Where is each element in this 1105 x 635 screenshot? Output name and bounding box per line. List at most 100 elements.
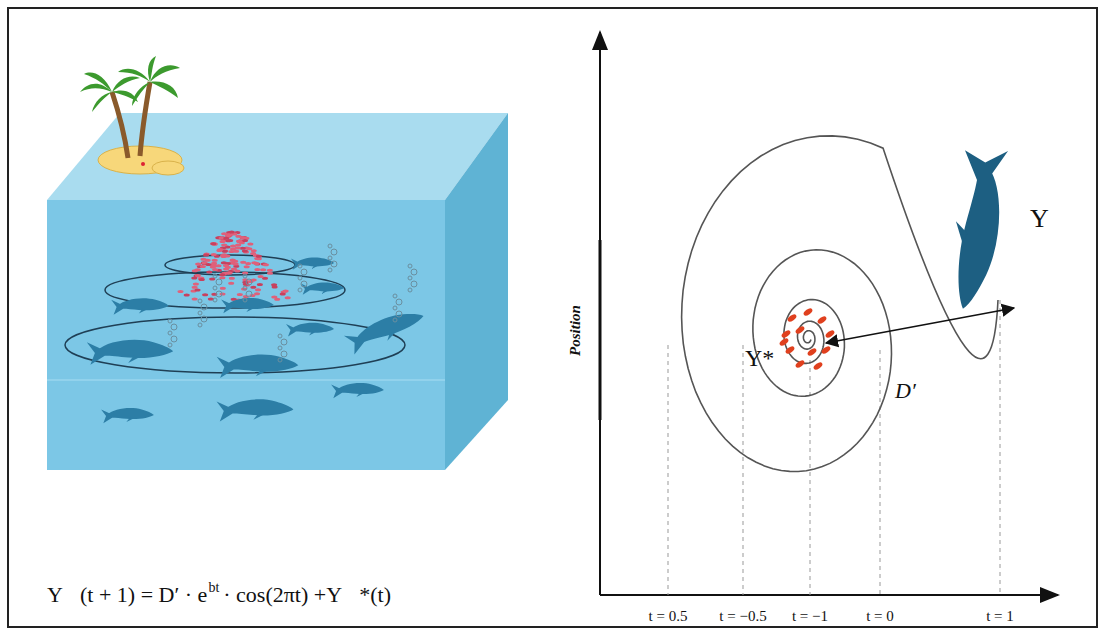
bubble <box>396 311 402 317</box>
bubble <box>408 288 412 292</box>
bubble <box>171 324 177 330</box>
bubble <box>301 269 307 275</box>
whale-group <box>87 257 428 423</box>
fish <box>263 263 269 266</box>
island <box>80 56 184 175</box>
bubble <box>201 304 207 310</box>
bubble <box>278 358 282 362</box>
fish <box>237 239 243 242</box>
bubble <box>278 346 282 350</box>
spiral-path <box>682 136 998 472</box>
fish <box>230 245 236 248</box>
fish <box>205 263 211 266</box>
bubble <box>198 323 202 327</box>
bubble <box>243 274 247 278</box>
bubble <box>408 276 412 280</box>
bubble <box>393 294 397 298</box>
fish <box>237 293 243 296</box>
fish <box>274 298 280 301</box>
fish <box>184 294 190 297</box>
bubble <box>213 286 217 290</box>
point-label: Y* <box>745 345 774 372</box>
fish <box>285 296 291 299</box>
fish <box>211 253 217 256</box>
bubbles <box>168 244 417 362</box>
bubble <box>168 331 172 335</box>
fish <box>225 266 231 269</box>
fish <box>242 239 248 242</box>
fish <box>195 289 201 292</box>
fish <box>256 255 262 258</box>
fish <box>202 293 208 296</box>
time-label: t = 0 <box>866 608 894 625</box>
fish <box>220 272 226 275</box>
time-label: t = 0.5 <box>649 608 688 625</box>
bubble <box>246 291 252 297</box>
bubble <box>213 298 217 302</box>
bubble <box>243 286 247 290</box>
x-axis <box>600 594 1058 596</box>
fish <box>794 325 805 335</box>
bubble <box>216 279 222 285</box>
fish <box>235 235 241 238</box>
fish <box>220 240 226 243</box>
fish <box>235 243 241 246</box>
fish <box>254 262 260 265</box>
bubble <box>331 261 337 267</box>
fish <box>254 292 260 295</box>
fish <box>231 267 237 270</box>
fish <box>240 261 246 264</box>
fish <box>192 286 198 289</box>
distance-arrow <box>826 308 1014 343</box>
bubble <box>168 343 172 347</box>
fish <box>222 250 228 253</box>
fish <box>229 277 235 280</box>
bubble <box>171 336 177 342</box>
bubble <box>281 339 287 345</box>
fish <box>244 265 250 268</box>
fish <box>240 247 246 250</box>
bubble <box>213 274 217 278</box>
bubble <box>201 316 207 322</box>
bubble <box>198 311 202 315</box>
fish <box>198 278 204 281</box>
hunting-whale <box>938 144 1013 313</box>
bubble <box>298 276 302 280</box>
fish <box>217 248 223 251</box>
fish <box>195 263 201 266</box>
fish <box>242 249 248 252</box>
fish <box>780 329 791 339</box>
frame-border <box>8 8 1097 627</box>
axis-label: Position <box>566 305 583 356</box>
fish <box>280 293 286 296</box>
fish <box>230 259 236 262</box>
bubble <box>408 264 412 268</box>
bubble <box>298 288 302 292</box>
bubble <box>411 281 417 287</box>
water-line <box>47 379 445 381</box>
fish <box>254 268 260 271</box>
fish <box>257 283 263 286</box>
fish <box>250 252 256 255</box>
fish <box>220 287 226 290</box>
bubble <box>331 249 337 255</box>
fish <box>229 231 235 234</box>
bubble <box>216 291 222 297</box>
fish <box>794 359 805 369</box>
fish <box>784 345 795 355</box>
fish <box>233 262 239 265</box>
fish <box>267 269 273 272</box>
time-label: t = −1 <box>792 608 828 625</box>
fish <box>219 273 225 276</box>
y-axis <box>599 32 601 595</box>
fish <box>283 289 289 292</box>
fish <box>216 264 222 267</box>
fish <box>820 345 831 355</box>
fish <box>802 307 813 317</box>
fish <box>212 259 218 262</box>
fish <box>195 274 201 277</box>
fish <box>206 270 212 273</box>
bubble <box>393 318 397 322</box>
fish <box>201 258 207 261</box>
